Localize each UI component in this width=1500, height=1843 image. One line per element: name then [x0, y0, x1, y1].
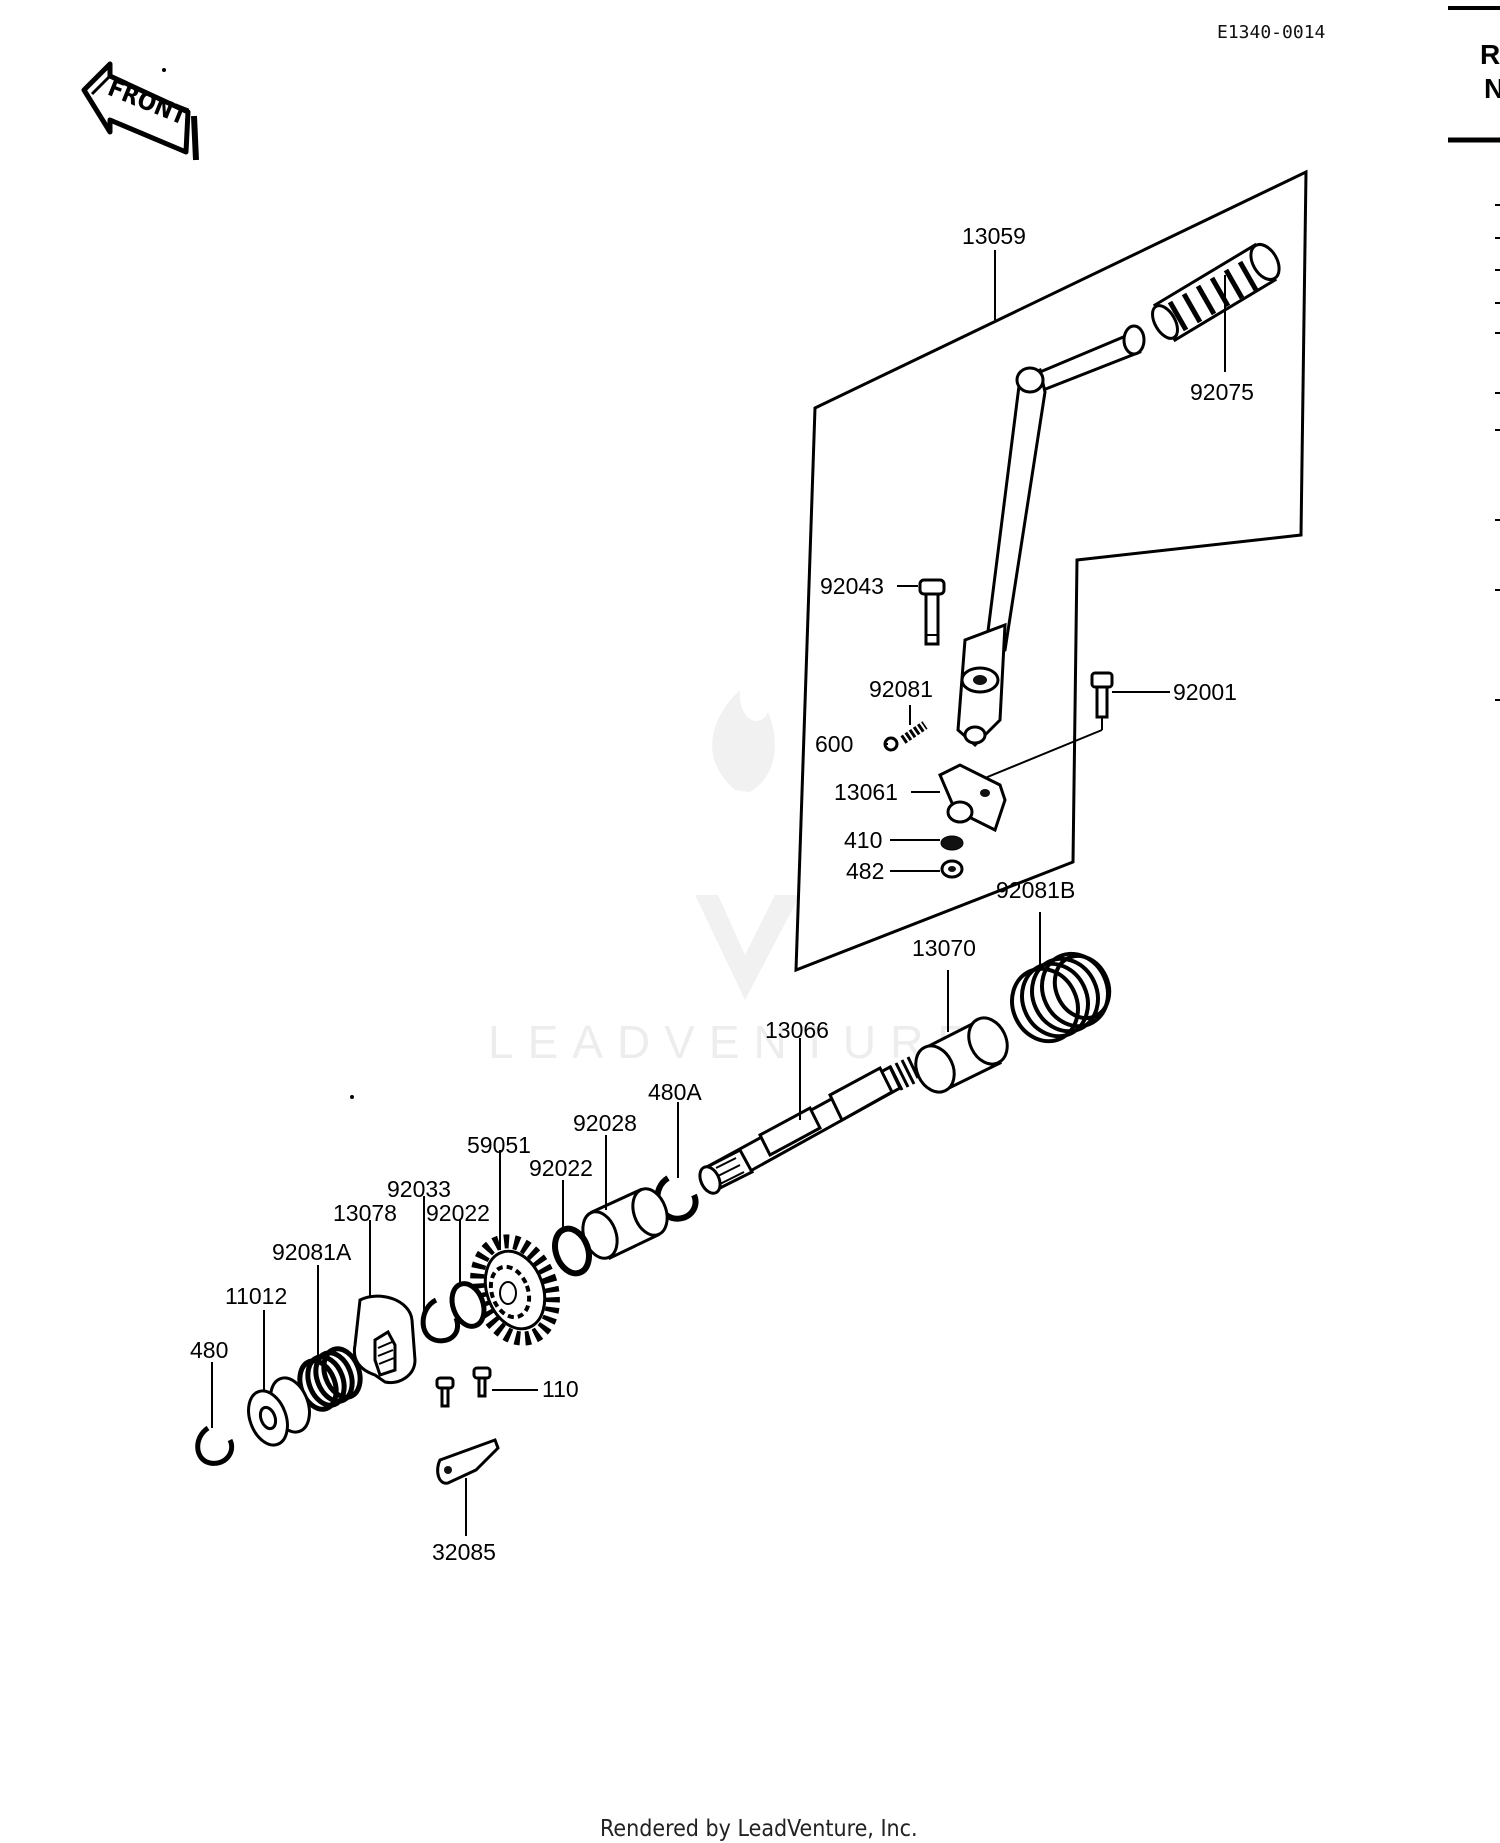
- callout-482: 482: [846, 858, 884, 884]
- callout-92081b: 92081B: [996, 877, 1075, 903]
- kick-shaft: [698, 1056, 920, 1195]
- footer-credit: Rendered by LeadVenture, Inc.: [600, 1816, 918, 1842]
- callout-92033: 92033: [387, 1176, 451, 1202]
- callout-92075: 92075: [1190, 379, 1254, 405]
- leadventure-watermark: LEADVENTURE: [488, 690, 982, 1068]
- thrust-washer-upper: [552, 1225, 592, 1277]
- kick-pedal-arm: [956, 324, 1146, 748]
- callout-13070: 13070: [912, 935, 976, 961]
- callout-92043: 92043: [820, 573, 884, 599]
- circlip-480: [195, 1425, 235, 1466]
- circlip-92033: [420, 1297, 460, 1344]
- kick-gear: [470, 1234, 560, 1346]
- spring-guide: [247, 1376, 311, 1447]
- callout-13059: 13059: [962, 223, 1026, 249]
- front-arrow-icon: FRONT: [81, 61, 199, 161]
- callout-600: 600: [815, 731, 853, 757]
- callout-92022-upper: 92022: [529, 1155, 593, 1181]
- leader-lines: [211, 250, 1226, 1536]
- callout-92028: 92028: [573, 1110, 637, 1136]
- shaft-sleeve: [914, 1016, 1009, 1094]
- side-panel-line1: R: [1480, 39, 1500, 70]
- side-panel-line2: N: [1484, 73, 1500, 104]
- lock-washer: [940, 835, 964, 851]
- callout-92081a: 92081A: [272, 1239, 352, 1265]
- callout-13078: 13078: [333, 1200, 397, 1226]
- callout-480a: 480A: [648, 1079, 702, 1105]
- torsion-spring: [1010, 951, 1112, 1044]
- circlip-480a: [654, 1175, 699, 1222]
- callout-110: 110: [542, 1376, 579, 1402]
- callout-410: 410: [844, 827, 882, 853]
- pedal-pivot-bolt: [918, 578, 946, 646]
- pedal-rubber-grip: [1151, 242, 1281, 343]
- diagram-code: E1340-0014: [1217, 22, 1325, 43]
- detent-spring: [900, 721, 928, 744]
- callout-32085: 32085: [432, 1539, 496, 1565]
- pedal-clamp: [938, 763, 1007, 833]
- callout-59051: 59051: [467, 1132, 531, 1158]
- side-panel: R N: [1448, 6, 1500, 701]
- clamp-bolt: [1090, 671, 1114, 719]
- ratchet: [352, 1294, 417, 1385]
- callout-11012: 11012: [225, 1283, 287, 1309]
- pedal-assembly-outline: [794, 169, 1308, 973]
- callout-480: 480: [190, 1337, 228, 1363]
- watermark-text: LEADVENTURE: [488, 1016, 982, 1068]
- callout-13061: 13061: [834, 779, 898, 805]
- plate-screws: [435, 1366, 492, 1408]
- callout-92081: 92081: [869, 676, 933, 702]
- shaft-collar: [581, 1187, 669, 1261]
- callout-92022-lower: 92022: [426, 1200, 490, 1226]
- callout-92001: 92001: [1173, 679, 1237, 705]
- callout-13066: 13066: [765, 1017, 829, 1043]
- callouts: 13059 92075 92043 92081 92001 600 13061 …: [190, 223, 1254, 1565]
- thrust-washer-lower: [449, 1281, 487, 1329]
- ratchet-plate: [436, 1438, 500, 1485]
